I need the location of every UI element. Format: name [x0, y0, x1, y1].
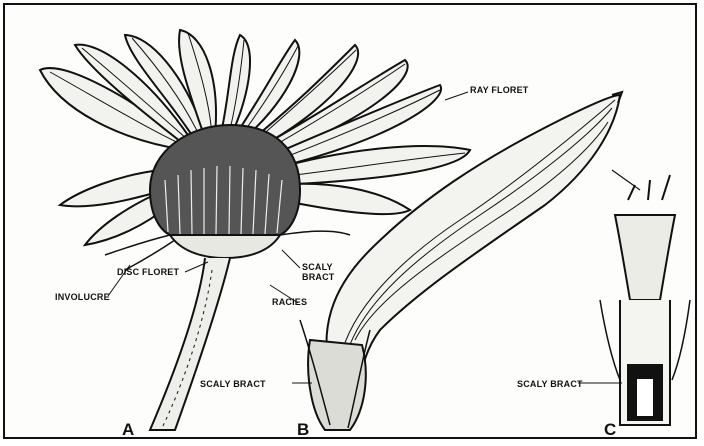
panel-label-c: C — [604, 421, 616, 438]
label-racies: RACIES — [272, 298, 307, 307]
label-scaly-bract-b: SCALY BRACT — [200, 380, 266, 389]
label-disc-floret: DISC FLORET — [117, 268, 179, 277]
label-ray-floret: RAY FLORET — [470, 86, 529, 95]
label-scaly-bract-c: SCALY BRACT — [517, 380, 583, 389]
label-involucre: INVOLUCRE — [55, 293, 110, 302]
label-scaly-bract-a: SCALY BRACT — [302, 262, 335, 282]
stalk-a — [150, 258, 230, 430]
panel-label-b: B — [297, 421, 309, 438]
panel-label-a: A — [122, 421, 134, 438]
